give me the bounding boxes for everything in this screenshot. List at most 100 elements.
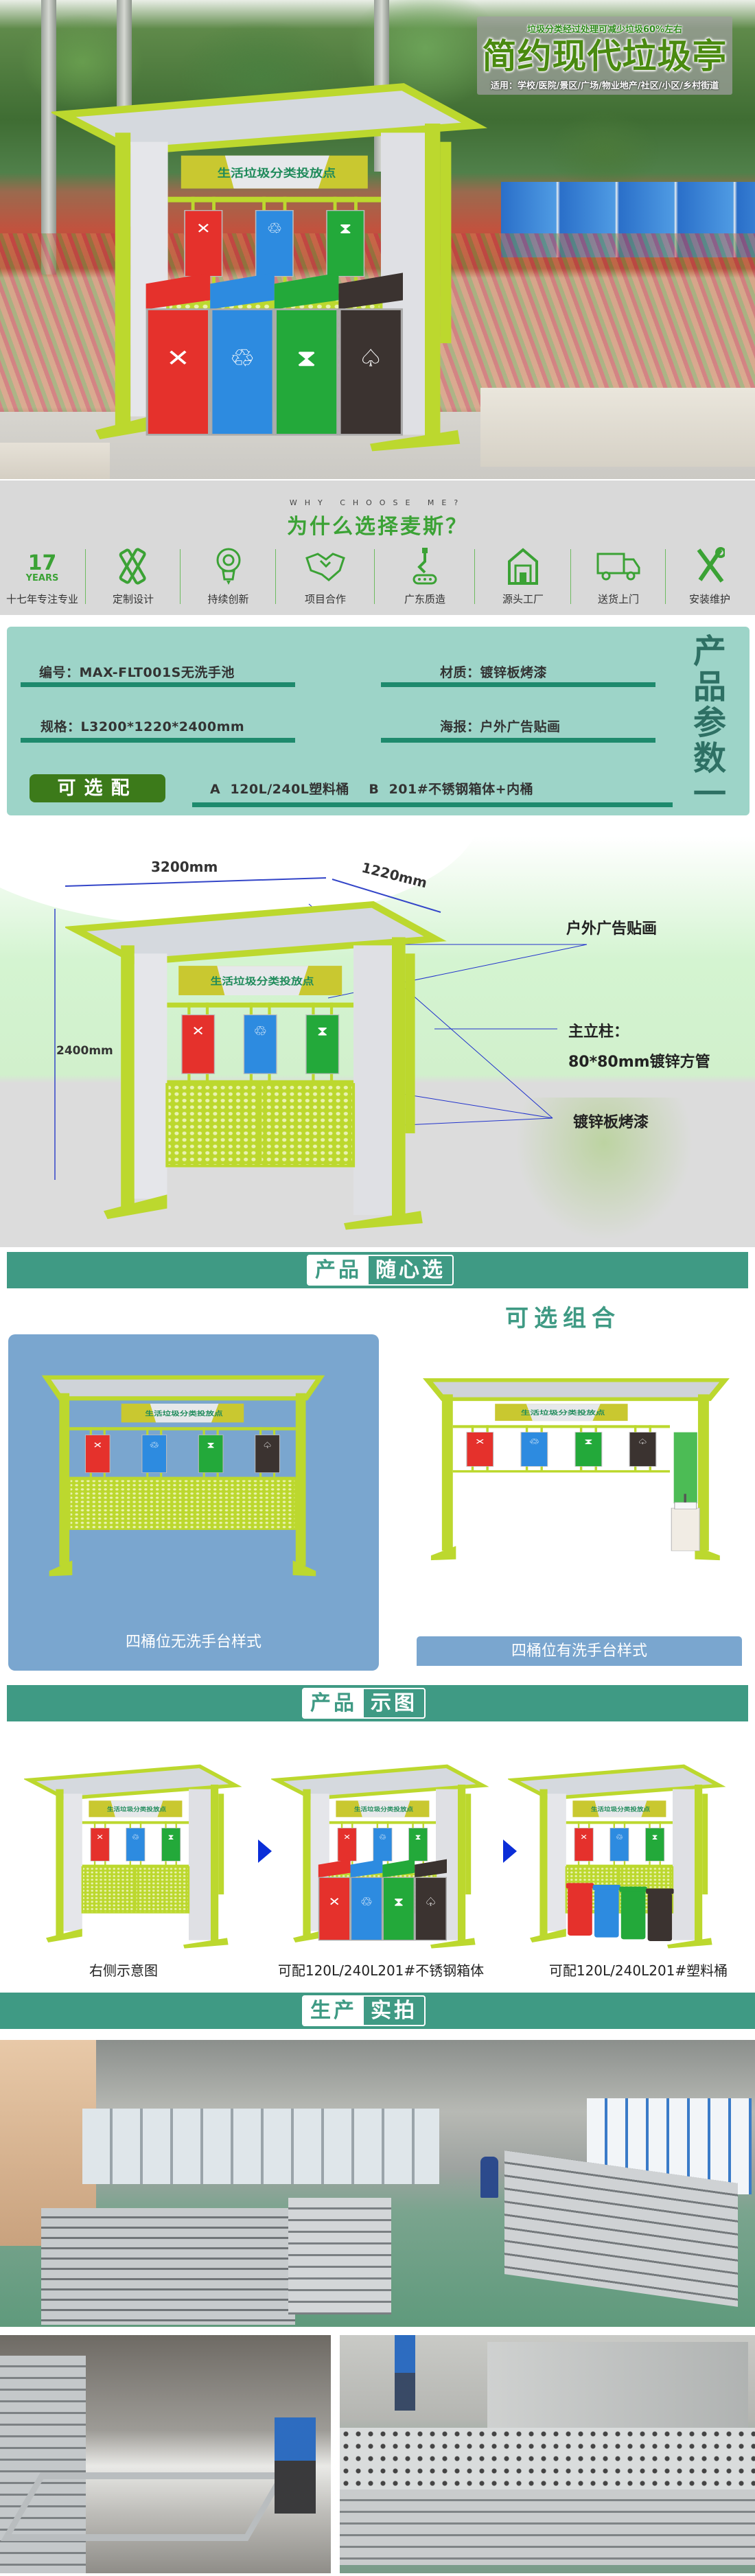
param-poster: 海报：户外广告贴画 xyxy=(440,719,561,734)
shelter-part xyxy=(210,272,275,310)
why-item-label: 定制设计 xyxy=(112,593,154,605)
option-card-no-sink: 生活垃圾分类投放点✕♲⧗♤ 四桶位无洗手台样式 xyxy=(8,1334,379,1671)
design-tools-icon xyxy=(118,548,148,588)
category-poster xyxy=(645,1828,665,1861)
crossbar xyxy=(452,1425,670,1428)
shelter-plastic-bins: 生活垃圾分类投放点✕♲⧗ xyxy=(508,1764,726,1949)
sign-text: 生活垃圾分类投放点 xyxy=(145,1409,222,1417)
shelter-part: ⧗ xyxy=(415,1833,421,1842)
arrow-right-icon xyxy=(258,1840,272,1863)
category-poster xyxy=(520,1432,548,1467)
category-poster xyxy=(574,1828,594,1861)
shelter-part xyxy=(146,272,211,310)
right-frame xyxy=(218,1794,224,1894)
sign-text: 生活垃圾分类投放点 xyxy=(210,975,314,987)
shelter-part: ♲ xyxy=(360,1894,373,1909)
shelter-part: ✕ xyxy=(93,1441,102,1450)
option-caption: 四桶位有洗手台样式 xyxy=(417,1636,742,1666)
why-item: 项目合作 xyxy=(276,548,375,616)
foot xyxy=(46,1929,82,1942)
section-label-a: 产品 xyxy=(308,1256,369,1284)
category-poster xyxy=(181,1014,216,1074)
handshake-icon xyxy=(305,551,345,584)
divider xyxy=(570,549,571,604)
shelter-side-view: 生活垃圾分类投放点✕♲⧗ xyxy=(24,1764,242,1949)
category-poster xyxy=(629,1432,657,1467)
plastic-bin xyxy=(592,1885,620,1938)
shelter-part xyxy=(318,1859,351,1878)
section-label: 生产 实拍 xyxy=(302,1995,426,2026)
tree-trunk xyxy=(41,0,56,275)
shelter-part: ♲ xyxy=(528,1437,539,1446)
left-panel xyxy=(547,1794,566,1931)
right-frame xyxy=(702,1794,708,1894)
divider xyxy=(665,549,666,604)
crossbar xyxy=(167,196,381,202)
foot xyxy=(430,1546,456,1561)
shelter-part xyxy=(350,1859,383,1878)
category-poster xyxy=(141,1435,167,1473)
shelter-part: ✕ xyxy=(328,1894,340,1909)
product-params: 编号：MAX-FLT001S无洗手池 材质：镀锌板烤漆 规格：L3200*122… xyxy=(7,627,750,815)
param-size: 规格：L3200*1220*2400mm xyxy=(40,719,245,734)
view-caption: 可配120L/240L201#不锈钢箱体 xyxy=(277,1962,485,1979)
sign-text: 生活垃圾分类投放点 xyxy=(107,1806,167,1813)
foot xyxy=(183,1938,229,1949)
shelter-part: ♲ xyxy=(229,345,255,373)
shelter-illustration: 生活垃圾分类投放点✕♲⧗ xyxy=(65,901,447,1230)
category-poster xyxy=(126,1828,146,1861)
left-post xyxy=(56,1789,64,1936)
foot xyxy=(667,1938,712,1949)
wrench-screwdriver-icon xyxy=(695,547,726,588)
category-poster xyxy=(255,1435,280,1473)
shelter-part: ✕ xyxy=(166,345,190,373)
shelter-part xyxy=(568,1888,592,1936)
shelter-part: ✕ xyxy=(343,1833,351,1842)
right-frame xyxy=(405,953,415,1134)
right-panel xyxy=(189,1789,211,1940)
category-poster xyxy=(466,1432,494,1467)
right-post xyxy=(695,1785,703,1942)
sign-text: 生活垃圾分类投放点 xyxy=(521,1409,606,1416)
sign-text: 生活垃圾分类投放点 xyxy=(591,1806,651,1813)
dimension-diagram: 生活垃圾分类投放点✕♲⧗ 3200mm 1220mm 2400mm 户外广告贴画… xyxy=(0,837,755,1247)
sign-board: 生活垃圾分类投放点 xyxy=(121,1403,244,1423)
section-label-a: 产品 xyxy=(303,1689,364,1717)
plastic-bin xyxy=(566,1883,594,1936)
hero-banner: 生活垃圾分类投放点✕♲⧗✕♲⧗♤ 垃圾分类经过处理可减少垃圾60%左右 简约现代… xyxy=(0,0,755,479)
panel-photo xyxy=(340,2335,755,2573)
divider xyxy=(85,549,86,604)
shelter-part xyxy=(111,1800,163,1818)
shelter-part xyxy=(146,308,211,436)
divider xyxy=(180,549,181,604)
lower-crossbar xyxy=(167,1080,353,1084)
foot xyxy=(370,430,461,452)
left-post xyxy=(59,1393,70,1566)
params-side-title: 产品参数一 xyxy=(693,632,726,813)
shelter-part xyxy=(382,1877,415,1941)
options-subtitle: 可选组合 xyxy=(505,1305,620,1332)
crossbar xyxy=(82,1821,189,1824)
category-poster xyxy=(243,1014,277,1074)
category-poster xyxy=(90,1828,110,1861)
underline xyxy=(192,802,673,807)
optional-config-badge: 可选配 xyxy=(30,774,165,802)
crossbar xyxy=(167,1002,353,1008)
why-item-label: 送货上门 xyxy=(597,593,639,605)
faucet-icon xyxy=(684,1494,686,1502)
shelter-part xyxy=(566,1883,594,1889)
worker xyxy=(395,2335,415,2411)
section-label: 产品 随心选 xyxy=(307,1255,454,1286)
shelter-part xyxy=(415,1877,447,1941)
steel-bin: ⧗ xyxy=(382,1859,415,1941)
why-item: 源头工厂 xyxy=(475,548,571,616)
right-post xyxy=(392,937,406,1220)
category-poster xyxy=(408,1828,428,1861)
section-header-options: 产品 随心选 xyxy=(7,1252,748,1288)
steel-cabinet xyxy=(487,2342,748,2431)
sign-board: 生活垃圾分类投放点 xyxy=(495,1404,628,1422)
foot xyxy=(104,1194,167,1220)
worker xyxy=(275,2417,316,2514)
